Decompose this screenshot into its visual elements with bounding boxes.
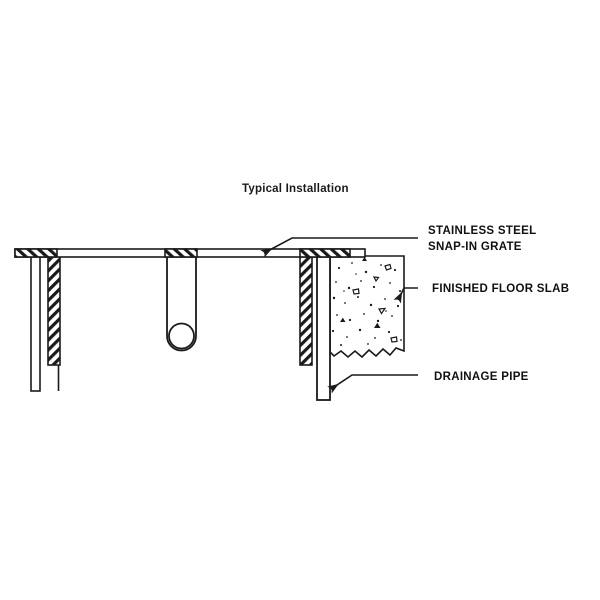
- callout-grate-line1: STAINLESS STEEL: [428, 225, 536, 237]
- slab-aggregate-solid: [340, 257, 381, 328]
- slab-outline: [329, 255, 405, 359]
- trench-leg-left: [30, 251, 41, 392]
- leader-grate: [260, 237, 418, 258]
- stainless-steel-snap-in-grate: [14, 248, 366, 258]
- slab-aggregate-dots: [331, 262, 402, 346]
- drainage-pipe-bore: [168, 322, 195, 350]
- grate-end-right: [299, 248, 351, 258]
- finished-floor-slab: [329, 255, 405, 359]
- grate-end-left: [14, 248, 58, 258]
- slab-aggregate-outlines: [352, 263, 398, 343]
- leader-pipe: [327, 374, 418, 394]
- leader-slab: [393, 287, 418, 304]
- trench-body-right: [299, 251, 313, 366]
- grate-lip-mid: [164, 248, 198, 258]
- callout-pipe: DRAINAGE PIPE: [434, 371, 529, 383]
- leader-lines: [260, 237, 418, 394]
- drainage-pipe-riser: [316, 251, 331, 401]
- trench-body-left: [47, 251, 61, 366]
- drainage-pipe: [166, 256, 197, 352]
- callout-slab: FINISHED FLOOR SLAB: [432, 283, 569, 295]
- trench-assembly: [14, 248, 366, 401]
- callout-labels: STAINLESS STEEL SNAP-IN GRATE FINISHED F…: [428, 225, 569, 383]
- page-title: Typical Installation: [242, 183, 349, 195]
- callout-grate-line2: SNAP-IN GRATE: [428, 241, 522, 253]
